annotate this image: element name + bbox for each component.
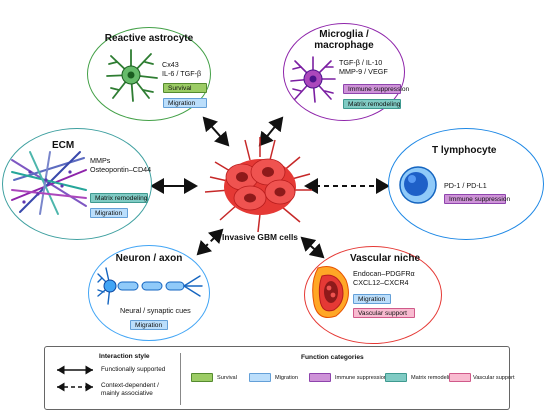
legend-categories-heading: Function categories [301,354,364,361]
tag-migration: Migration [90,208,128,218]
vascular-marker-1: Endocan–PDGFRα [353,269,415,278]
ecm-marker-2: Osteopontin–CD44 [90,165,152,174]
vascular-marker-2: CXCL12–CXCR4 [353,278,409,287]
neuron-marker-1: Neural / synaptic cues [120,306,191,315]
legend-cat-migration: Migration [275,375,299,381]
neuron-title: Neuron / axon [115,253,183,264]
tag-matrix-remodeling: Matrix remodeling [90,193,148,203]
ecm-title: ECM [52,140,75,151]
swatch-immune-suppression [309,373,331,382]
legend-cat-immune: Immune suppression [335,375,387,381]
arrow-microglia [258,116,284,147]
legend-solid-label: Functionally supported [101,366,166,373]
tag-matrix-remodeling: Matrix remodeling [343,99,401,109]
legend-cat-vascular: Vascular support [473,375,515,381]
legend-style-heading: Interaction style [99,353,150,360]
ecm-panel [2,128,152,240]
legend-arrow-samples [57,365,93,392]
astrocyte-icon [106,49,158,102]
legend-box: Interaction style Functionally supported… [44,346,515,410]
tag-migration: Migration [130,320,168,330]
legend-cat-matrix: Matrix remodeling [411,375,456,381]
arrow-neuron [196,228,224,256]
tag-survival: Survival [163,83,207,93]
legend-divider [180,353,181,405]
ecm-marker-1: MMPs [90,156,111,165]
vascular-title: Vascular niche [350,253,421,264]
tag-migration: Migration [163,98,207,108]
microglia-icon [290,56,336,103]
tag-immune-suppression: Immune suppression [343,84,409,94]
legend-dashed-label-2: mainly associative [101,390,153,397]
gbm-cell-cluster [204,137,312,233]
swatch-vascular-support [449,373,471,382]
arrow-vascular [300,236,325,259]
tag-vascular-support: Vascular support [353,308,415,318]
tag-immune-suppression: Immune suppression [444,194,510,204]
microglia-title-2: macrophage [314,40,374,51]
swatch-survival [191,373,213,382]
tcell-icon [399,166,437,204]
legend-dashed-label-1: Context-dependent / [101,382,159,389]
astrocyte-marker-2: IL-6 / TGF-β [162,69,202,78]
astrocyte-marker-1: Cx43 [162,60,179,69]
microglia-marker-2: MMP-9 / VEGF [339,67,388,76]
microglia-marker-1: TGF-β / IL-10 [339,58,383,67]
tcell-title: T lymphocyte [432,145,497,156]
tcell-marker-1: PD-1 / PD-L1 [444,181,487,190]
tag-migration: Migration [353,294,391,304]
swatch-matrix-remodeling [385,373,407,382]
center-label: Invasive GBM cells [222,232,298,242]
astrocyte-title: Reactive astrocyte [104,33,194,44]
blood-vessel-icon [312,266,349,318]
neuron-icon [97,267,203,305]
microglia-title-1: Microglia / [319,29,369,40]
legend-cat-survival: Survival [217,375,237,381]
ecm-fiber-icon [11,151,87,215]
swatch-migration [249,373,271,382]
arrow-astrocyte [202,116,230,147]
